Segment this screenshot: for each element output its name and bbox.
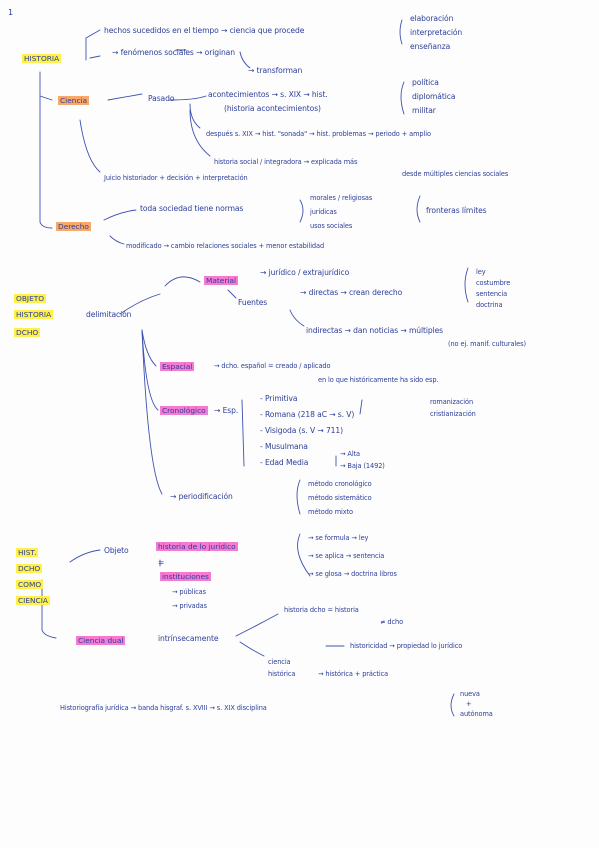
period-1: - Primitiva [260, 394, 298, 403]
directas-text: → directas → crean derecho [300, 288, 403, 297]
acontecimientos-note: (historia acontecimientos) [224, 104, 321, 113]
hsocial-text: historia social / integradora → explicad… [214, 158, 358, 166]
norma-branch-3: usos sociales [310, 222, 353, 230]
equals-sign: = [158, 558, 165, 567]
historiografia-text: Historiografía jurídica → banda hisgraf.… [60, 704, 267, 712]
page-number: 1 [8, 8, 14, 17]
norma-branch-1: morales / religiosas [310, 194, 373, 202]
acont-branch-1: política [412, 78, 439, 87]
hsocial-text-2: desde múltiples ciencias sociales [402, 170, 509, 178]
fronteras-text: fronteras límites [426, 206, 487, 215]
despues-text: después s. XIX → hist. "sonada" → hist. … [206, 130, 431, 138]
historia-label: HISTORIA [22, 54, 62, 63]
juridico-branch-2: → se aplica → sentencia [308, 552, 385, 560]
toda-sociedad-text: toda sociedad tiene normas [140, 204, 244, 213]
juridico-branch-3: → se glosa → doctrina libros [308, 570, 397, 578]
ciencia-label: Ciencia [58, 96, 90, 105]
histdcho-label-2: DCHO [16, 564, 43, 573]
fuente-type-4: doctrina [476, 301, 503, 309]
final-branch-1: nueva [460, 690, 480, 698]
derecho-label: Derecho [56, 222, 91, 231]
espacial-text: → dcho. español = creado / aplicado [214, 362, 331, 370]
edad-media-branch-2: → Baja (1492) [340, 462, 385, 470]
material-label: Material [204, 276, 239, 285]
objeto-label-1: OBJETO [14, 294, 47, 303]
fuente-type-2: costumbre [476, 279, 511, 287]
romana-branch-2: cristianización [430, 410, 476, 418]
ciencia-text: ciencia [268, 658, 291, 666]
neq-text: ≠ dcho [380, 618, 404, 626]
historia-branch-1: elaboración [410, 14, 454, 23]
histdcho-label-1: HIST. [16, 548, 39, 557]
norma-branch-2: jurídicas [310, 208, 337, 216]
histdcho-label-3: COMO [16, 580, 44, 589]
objeto-text: Objeto [104, 546, 129, 555]
ciencia-dual-label: Ciencia dual [76, 636, 126, 645]
historia-line1: hechos sucedidos en el tiempo → ciencia … [104, 26, 305, 35]
objeto-label-2: HISTORIA [14, 310, 54, 319]
esp-text: → Esp. [214, 406, 239, 415]
historia-line2: → fenómenos sociales → originan [112, 48, 235, 57]
metodo-2: método sistemático [308, 494, 372, 502]
hdcho-text: historia dcho = historia [284, 606, 359, 614]
indirectas-note: (no ej. manif. culturales) [448, 340, 526, 348]
fuente-type-3: sentencia [476, 290, 508, 298]
juridico-text: → jurídico / extrajurídico [260, 268, 350, 277]
metodo-3: método mixto [308, 508, 353, 516]
fuentes-label: Fuentes [238, 298, 268, 307]
romana-branch-1: romanización [430, 398, 474, 406]
edad-media-branch-1: → Alta [340, 450, 360, 458]
historia-line3: → transforman [248, 66, 303, 75]
metodo-1: método cronológico [308, 480, 372, 488]
historia-branch-2: interpretación [410, 28, 463, 37]
delimitacion-text: delimitación [86, 310, 132, 319]
juicio-text: Juicio historiador + decisión + interpre… [104, 174, 248, 182]
periodificacion-text: → periodificación [170, 492, 233, 501]
period-5: - Edad Media [260, 458, 309, 467]
juridico-branch-1: → se formula → ley [308, 534, 369, 542]
historica-practica-text: → histórica + práctica [318, 670, 389, 678]
fuente-type-1: ley [476, 268, 486, 276]
historia-juridico-label: historia de lo jurídico [156, 542, 238, 551]
historicidad-text: historicidad → propiedad lo jurídico [350, 642, 463, 650]
final-branch-2: + [466, 700, 472, 708]
intrinsecamente-text: intrínsecamente [158, 634, 219, 643]
espacial-text-2: en lo que históricamente ha sido esp. [318, 376, 439, 384]
espacial-label: Espacial [160, 362, 195, 371]
acont-branch-2: diplomática [412, 92, 456, 101]
cronologico-label: Cronológico [160, 406, 208, 415]
indirectas-text: indirectas → dan noticias → múltiples [306, 326, 444, 335]
acont-branch-3: militar [412, 106, 436, 115]
final-branch-3: autónoma [460, 710, 493, 718]
period-4: - Musulmana [260, 442, 308, 451]
histdcho-label-4: CIENCIA [16, 596, 50, 605]
inst-type-2: → privadas [172, 602, 207, 610]
acontecimientos-text: acontecimientos → s. XIX → hist. [208, 90, 328, 99]
period-3: - Visigoda (s. V → 711) [260, 426, 343, 435]
inst-type-1: → públicas [172, 588, 206, 596]
historica-text: histórica [268, 670, 296, 678]
instituciones-label: instituciones [160, 572, 211, 581]
pasado-label: Pasado [148, 94, 175, 103]
period-2: - Romana (218 aC → s. V) [260, 410, 355, 419]
objeto-label-3: DCHO [14, 328, 41, 337]
modificado-text: modificado → cambio relaciones sociales … [126, 242, 325, 250]
historia-branch-3: enseñanza [410, 42, 451, 51]
